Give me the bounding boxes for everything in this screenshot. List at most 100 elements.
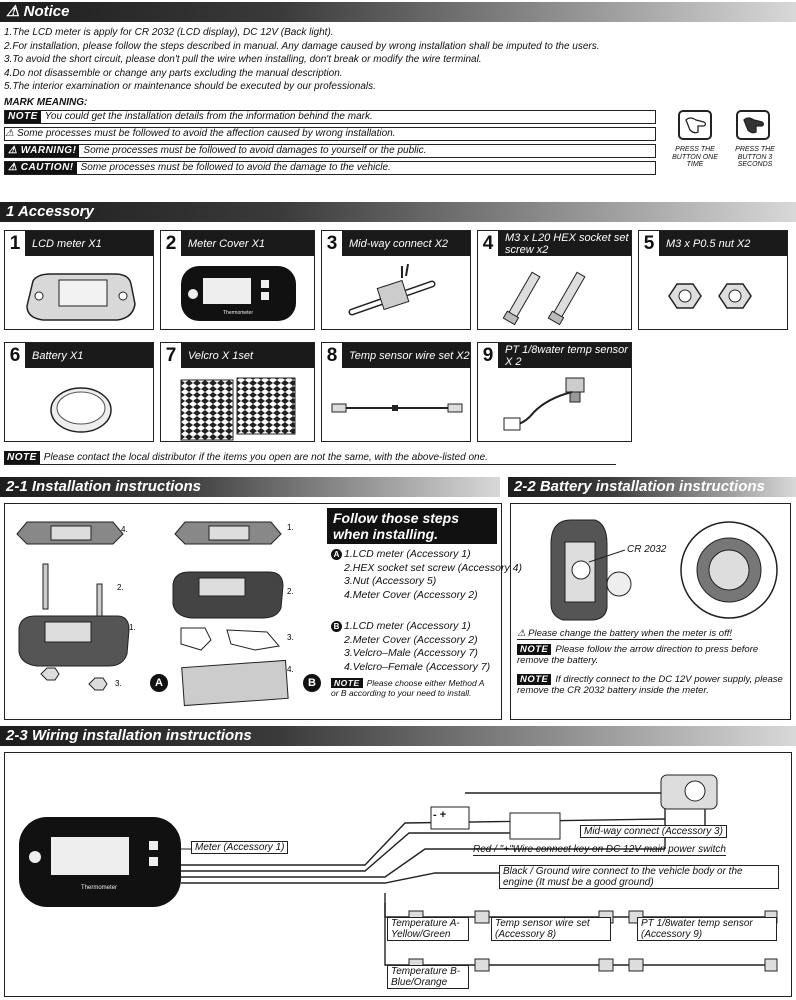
accessory-label: Temp sensor wire set X2 — [349, 349, 470, 362]
meter-model-text: Thermometer — [223, 310, 253, 316]
note-tag: NOTE — [517, 674, 552, 685]
sensor-label: PT 1/8water temp sensor (Accessory 9) — [637, 917, 777, 941]
svg-text:4.: 4. — [287, 665, 294, 674]
accessory-label: Battery X1 — [32, 349, 84, 362]
accessory-label: M3 x P0.5 nut X2 — [666, 237, 751, 250]
warning-icon: ⚠ — [6, 3, 24, 20]
wiring-header: 2-3 Wiring installation instructions — [0, 726, 796, 746]
mark-row-caution-symbol: ⚠Some processes must be followed to avoi… — [4, 127, 656, 141]
temp-b-label: Temperature B-Blue/Orange — [387, 965, 469, 989]
wiring-panel: Thermometer - + Meter (Accessory 1) Mid-… — [4, 752, 792, 997]
method-a-icon: A — [331, 548, 342, 560]
warning-icon: ⚠ — [5, 128, 14, 139]
method-b-step: 4.Velcro–Female (Accessory 7) — [344, 660, 491, 673]
notice-line: 3.To avoid the short circuit, please don… — [4, 54, 482, 65]
accessory-label: M3 x L20 HEX socket set screw x2 — [505, 231, 629, 256]
battery-warning: ⚠ Please change the battery when the met… — [517, 628, 732, 640]
installation-panel: 4.1.2.3. 1.2.3.4. A B Follow those steps… — [4, 503, 522, 720]
wire-set-label: Temp sensor wire set (Accessory 8) — [491, 917, 611, 941]
method-a-step: 2.HEX socket set screw (Accessory 4) — [344, 561, 522, 574]
note-tag: NOTE — [331, 678, 363, 688]
follow-steps-title: Follow those steps when installing. — [327, 508, 497, 544]
wiring-diagram: Thermometer — [19, 774, 778, 972]
notice-list: 1.The LCD meter is apply for CR 2032 (LC… — [4, 26, 600, 94]
svg-text:1.: 1. — [129, 623, 136, 632]
notice-header: ⚠ Notice — [0, 2, 796, 22]
battery-sign-label: - + — [433, 809, 447, 821]
method-b-step: 3.Velcro–Male (Accessory 7) — [344, 647, 478, 659]
method-a-marker: A — [150, 674, 168, 692]
accessory-label: PT 1/8water temp sensor X 2 — [505, 343, 628, 368]
notice-line: 1.The LCD meter is apply for CR 2032 (LC… — [4, 27, 334, 38]
battery-illustration — [50, 387, 112, 433]
velcro-illustration — [180, 377, 296, 441]
meter-model-text: Thermometer — [81, 885, 117, 891]
meter-label: Meter (Accessory 1) — [191, 841, 289, 854]
press-hold-button-icon — [736, 110, 770, 140]
temp-a-label: Temperature A-Yellow/Green — [387, 917, 469, 941]
press-hold-caption: PRESS THE BUTTON 3 SECONDS — [735, 146, 775, 168]
midway-label: Mid-way connect (Accessory 3) — [580, 825, 727, 838]
svg-text:2.: 2. — [287, 587, 294, 596]
battery-illustration — [550, 519, 778, 621]
warning-icon: ⚠ — [517, 628, 529, 639]
midway-connector-illustration — [348, 263, 436, 316]
method-a-step: 4.Meter Cover (Accessory 2) — [344, 588, 478, 601]
method-b-marker: B — [303, 674, 321, 692]
installation-illustration: 4.1.2.3. 1.2.3.4. — [16, 521, 294, 707]
svg-text:4.: 4. — [121, 525, 128, 534]
accessory-label: LCD meter X1 — [32, 237, 102, 250]
accessory-label: Mid-way connect X2 — [349, 237, 449, 250]
mark-meaning-title: MARK MEANING: — [4, 97, 88, 108]
notice-line: 2.For installation, please follow the st… — [4, 40, 600, 52]
press-once-button-icon — [678, 110, 712, 140]
accessory-label: Meter Cover X1 — [188, 237, 266, 250]
note-tag: NOTE — [4, 451, 40, 464]
accessory-label: Velcro X 1set — [188, 349, 254, 362]
lcd-meter-illustration — [26, 273, 136, 321]
red-wire-label: Red / "+"Wire connect key on DC 12V main… — [473, 844, 726, 856]
svg-text:3.: 3. — [115, 679, 122, 688]
sensor-wire-illustration — [331, 403, 463, 413]
method-b-step: 2.Meter Cover (Accessory 2) — [344, 633, 478, 646]
mark-row-warning: ⚠ WARNING!Some processes must be followe… — [4, 144, 656, 158]
battery-panel: CR 2032 ⚠ Please change the battery when… — [510, 503, 791, 720]
notice-line: 4.Do not disassemble or change any parts… — [4, 67, 343, 79]
note-tag: NOTE — [517, 644, 552, 655]
hex-screw-illustration — [502, 271, 586, 326]
method-b-icon: B — [331, 620, 342, 632]
note-tag: NOTE — [5, 111, 41, 123]
caution-tag: ⚠ CAUTION! — [5, 162, 77, 174]
notice-line: 5.The interior examination or maintenanc… — [4, 81, 376, 92]
mark-row-caution: ⚠ CAUTION!Some processes must be followe… — [4, 161, 656, 175]
temp-sensor-illustration — [503, 377, 585, 431]
installation-header: 2-1 Installation instructions — [0, 477, 500, 497]
battery-header: 2-2 Battery installation instructions — [508, 477, 796, 497]
press-once-caption: PRESS THE BUTTON ONE TIME — [672, 146, 718, 168]
svg-text:2.: 2. — [117, 583, 124, 592]
black-wire-label: Black / Ground wire connect to the vehic… — [499, 865, 779, 889]
accessory-header: 1 Accessory — [0, 202, 796, 222]
svg-text:3.: 3. — [287, 633, 294, 642]
method-a-step: 3.Nut (Accessory 5) — [344, 575, 437, 587]
warning-tag: ⚠ WARNING! — [5, 145, 80, 157]
meter-cover-illustration: Thermometer — [181, 266, 296, 321]
